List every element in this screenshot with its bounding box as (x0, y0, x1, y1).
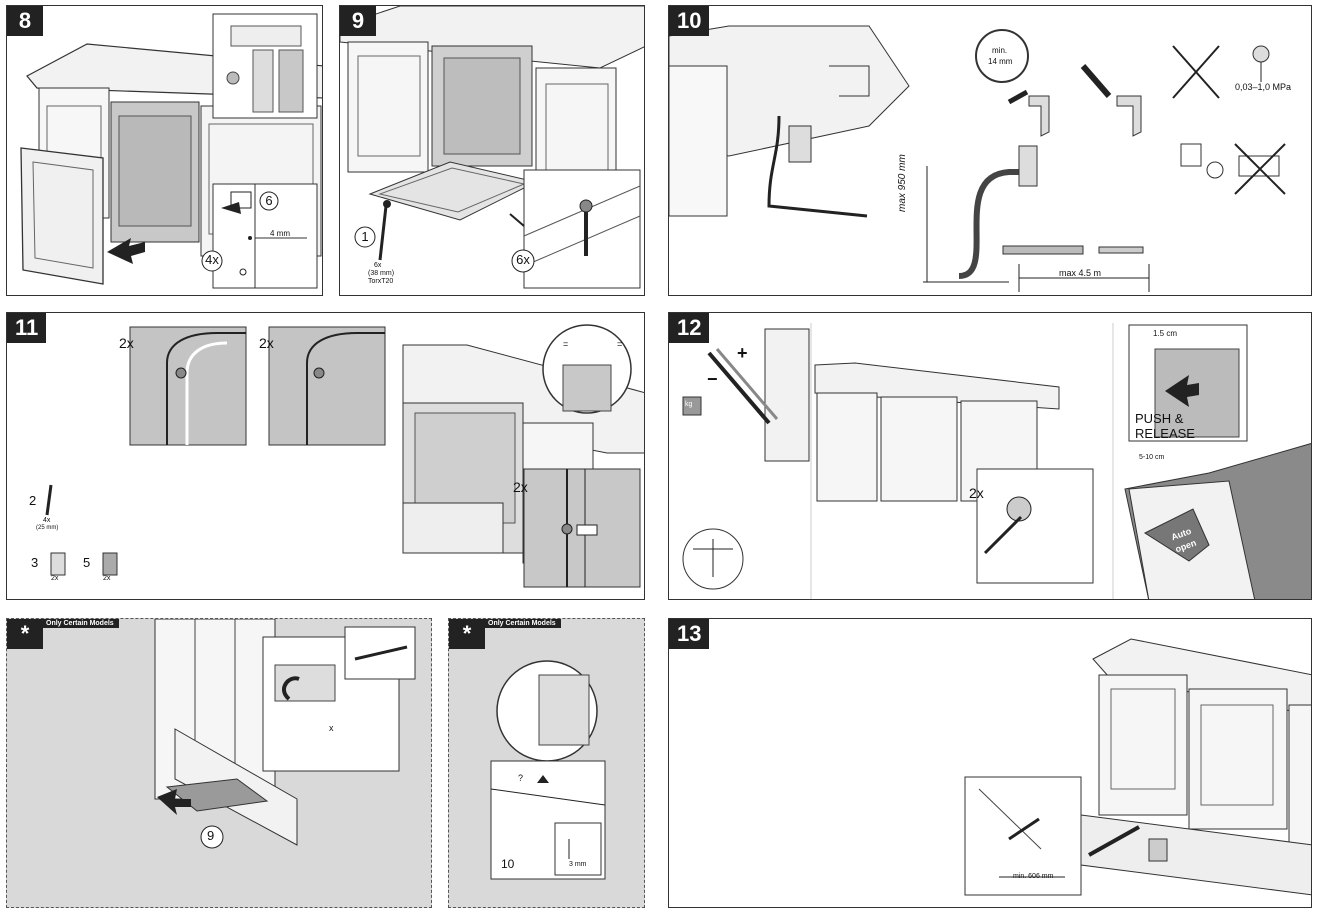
push-release-line1: PUSH & (1135, 411, 1184, 426)
part-3-qty: 2x (51, 575, 59, 582)
part-badge-3: 3 (31, 555, 39, 570)
pressure-label: 0,03–1,0 MPa (1235, 82, 1292, 92)
qty-badge-2x-b: 2x (259, 335, 274, 351)
step-10-illustration (669, 25, 1286, 292)
x-label: x (329, 723, 334, 733)
step-8-illustration (20, 13, 322, 289)
max-height-label: max 950 mm (897, 154, 908, 212)
weight-kg: kg (685, 401, 693, 408)
optional-step-b-illustration (490, 660, 606, 880)
max-length-label: max 4.5 m (1059, 268, 1102, 278)
step-number: 11 (7, 313, 47, 343)
dimension-top: 1.5 cm (1153, 329, 1178, 338)
step-8-panel: 8 6 4x 4 mm (6, 5, 323, 296)
optional-step-panel-a: * Only Certain Models 9 x (6, 618, 432, 908)
step-number: 12 (669, 313, 710, 343)
part-2-length: (25 mm) (36, 525, 59, 531)
qty-badge-2x-c: 2x (513, 479, 528, 495)
step-number: 9 (340, 6, 376, 36)
step-star: * (449, 619, 485, 649)
step-number: 13 (669, 619, 710, 649)
equal-mark-right: = (617, 339, 623, 349)
min-label: min. (992, 46, 1008, 55)
part-badge-2: 2 (29, 493, 37, 508)
dimension-label: 4 mm (270, 229, 290, 238)
dimension-gap: 5-10 cm (1139, 454, 1165, 461)
qty-badge-2x: 2x (969, 485, 984, 501)
qty-badge-6x: 6x (516, 252, 530, 267)
equal-mark-left: = (563, 339, 569, 349)
question-mark: ? (518, 773, 524, 783)
optional-step-panel-b: * Only Certain Models ? 10 3 mm (448, 618, 645, 908)
dimension-label: min. 606 mm (1013, 873, 1054, 880)
step-13-panel: 13 min. 606 mm (668, 618, 1312, 908)
only-certain-models-tag: Only Certain Models (41, 619, 119, 628)
qty-badge-2x-a: 2x (119, 335, 134, 351)
step-10-panel: 10 min. 14 mm 0,03–1,0 MPa max 950 mm ma… (668, 5, 1312, 296)
step-9-illustration (340, 6, 644, 289)
step-number: 10 (669, 6, 710, 36)
part-badge-5: 5 (83, 555, 91, 570)
step-13-illustration (964, 638, 1311, 896)
minus-symbol: − (707, 369, 718, 389)
qty-badge-4x: 4x (205, 252, 219, 267)
push-release-line2: RELEASE (1135, 426, 1195, 441)
part-5-qty: 2x (103, 575, 111, 582)
only-certain-models-tag: Only Certain Models (483, 619, 561, 628)
part-badge-10: 10 (501, 857, 515, 871)
part-badge-9: 9 (207, 828, 215, 843)
screw-length: (38 mm) (368, 270, 395, 277)
part-badge-6: 6 (265, 193, 273, 208)
plus-symbol: + (737, 343, 748, 363)
step-12-panel: 12 + − kg 2x 1.5 cm PUSH & RELEASE 5-10 … (668, 312, 1312, 600)
step-12-illustration (682, 323, 1311, 599)
dimension-label: 3 mm (569, 861, 587, 868)
step-number: 8 (7, 6, 43, 36)
screw-type: TorxT20 (368, 278, 394, 285)
step-11-illustration (45, 324, 644, 588)
part-badge-1: 1 (361, 229, 369, 244)
step-star: * (7, 619, 43, 649)
part-2-qty: 4x (43, 517, 51, 524)
min-value: 14 mm (988, 57, 1013, 66)
step-9-panel: 9 1 6x 6x (38 mm) TorxT20 (339, 5, 645, 296)
optional-step-a-illustration (154, 619, 416, 849)
screw-qty: 6x (374, 262, 382, 269)
step-11-panel: 11 2x 2x 2x 2 4x (25 mm) 3 2x 5 2x = = (6, 312, 645, 600)
